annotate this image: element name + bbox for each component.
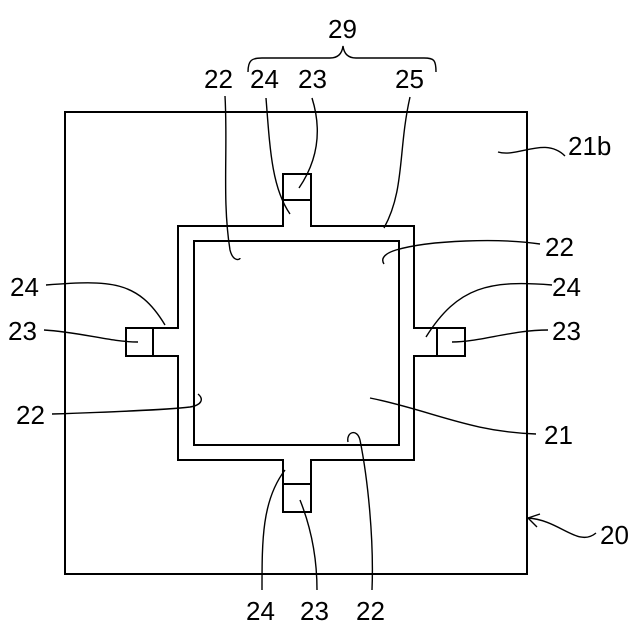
leader-20 [528, 518, 596, 537]
label-24-top: 24 [250, 64, 279, 94]
leader-22-right-upper [383, 241, 540, 264]
label-24-left: 24 [10, 272, 39, 302]
leader-24-left [46, 283, 165, 325]
label-23-bottom: 23 [300, 596, 329, 626]
leader-21b [498, 147, 565, 156]
leader-23-right [452, 330, 548, 342]
terminal-top [283, 174, 311, 200]
frame-outline [153, 200, 437, 484]
leader-25 [384, 97, 410, 228]
leader-23-left [44, 330, 138, 342]
label-23-left: 23 [8, 316, 37, 346]
label-25: 25 [395, 64, 424, 94]
inner-region [194, 241, 399, 445]
arrow-20-head [528, 514, 540, 527]
label-22-bottom: 22 [356, 596, 385, 626]
leader-24-bottom [262, 470, 285, 590]
label-23-right: 23 [552, 316, 581, 346]
leader-21 [370, 398, 536, 434]
leader-22-bottom [348, 433, 373, 590]
terminal-bottom [283, 484, 311, 512]
label-29: 29 [328, 14, 357, 44]
label-22-right-upper: 22 [545, 232, 574, 262]
label-23-top: 23 [298, 64, 327, 94]
label-22-left: 22 [16, 400, 45, 430]
label-22-top-left: 22 [204, 64, 233, 94]
leader-22-top-left [225, 96, 240, 260]
label-21b: 21b [568, 131, 611, 161]
label-21: 21 [544, 420, 573, 450]
leader-23-bottom [300, 500, 317, 590]
label-24-right: 24 [552, 272, 581, 302]
label-24-bottom: 24 [246, 596, 275, 626]
label-20: 20 [600, 520, 629, 550]
